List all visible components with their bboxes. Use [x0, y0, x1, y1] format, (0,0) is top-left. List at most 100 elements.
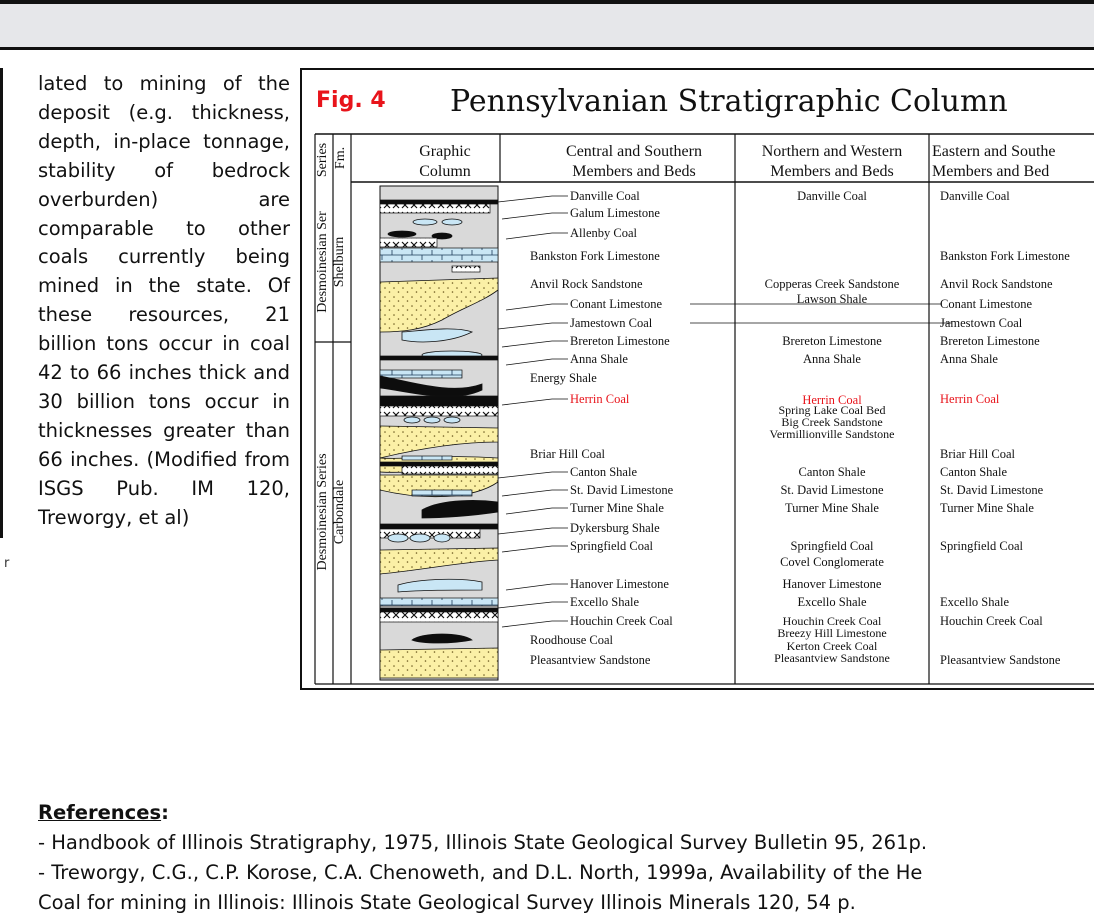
header-central: Members and Beds [572, 163, 696, 180]
eastern-bed-label: Brereton Limestone [940, 334, 1040, 348]
series-label: Desmoinesian Series [315, 453, 330, 570]
northern-bed-label: Springfield Coal [791, 539, 875, 553]
x-bed [451, 265, 481, 273]
northern-bed-label: Kerton Creek Coal [787, 639, 878, 653]
lime-body [397, 578, 483, 593]
central-bed-label: Herrin Coal [570, 392, 630, 406]
central-bed-label: Dykersburg Shale [570, 521, 660, 535]
leader-line [497, 322, 568, 330]
lime-lens [443, 416, 461, 424]
sand-body [379, 647, 499, 679]
leader-line [501, 545, 568, 553]
eastern-bed-label: Turner Mine Shale [940, 501, 1034, 515]
central-bed-label: Brereton Limestone [570, 334, 670, 348]
lime-bed [411, 489, 473, 497]
northern-bed-label: Brereton Limestone [782, 334, 882, 348]
northern-bed-label: Danville Coal [797, 189, 867, 203]
series-label: Desmoinesian Ser [315, 211, 330, 313]
sand-body [379, 547, 499, 575]
lime-lens [387, 533, 409, 543]
eastern-bed-label: Houchin Creek Coal [940, 614, 1043, 628]
reference-item: - Handbook of Illinois Stratigraphy, 197… [38, 831, 928, 854]
x-bed [379, 611, 499, 623]
eastern-bed-label: Anvil Rock Sandstone [940, 277, 1053, 291]
header-central: Central and Southern [566, 143, 702, 160]
x-bed [379, 203, 491, 214]
table-grid [314, 133, 1094, 685]
x-bed [379, 237, 438, 248]
coal-bed [379, 523, 499, 530]
central-bed-label: Hanover Limestone [570, 577, 669, 591]
northern-bed-label: Pleasantview Sandstone [774, 651, 890, 665]
northern-bed-label: Breezy Hill Limestone [777, 626, 886, 640]
eastern-bed-label: Jamestown Coal [940, 316, 1023, 330]
coal-body [411, 633, 473, 644]
central-bed-label: Bankston Fork Limestone [530, 249, 660, 263]
lime-lens [409, 533, 431, 543]
northern-bed-label: St. David Limestone [780, 483, 884, 497]
shale-body [421, 500, 499, 519]
header-northern: Northern and Western [762, 143, 903, 160]
formation-label: Carbondale [332, 480, 347, 545]
northern-bed-label: Turner Mine Shale [785, 501, 879, 515]
top-banner [0, 0, 1094, 50]
coal-bed [379, 355, 499, 361]
formation-label: Shelburn [332, 237, 347, 288]
eastern-bed-label: Conant Limestone [940, 297, 1032, 311]
coal-lens [431, 232, 453, 240]
leader-line [505, 358, 568, 366]
leader-line [501, 398, 568, 406]
figure-title: Pennsylvanian Stratigraphic Column [450, 84, 1008, 119]
coal-bed [379, 199, 499, 205]
lime-lens [423, 416, 441, 424]
northern-bed-label: Spring Lake Coal Bed [779, 403, 886, 417]
central-bed-label: Turner Mine Shale [570, 501, 664, 515]
leader-line [501, 212, 568, 220]
eastern-bed-label: Danville Coal [940, 189, 1010, 203]
header-graphic: Graphic [419, 143, 471, 160]
reference-item: - Treworgy, C.G., C.P. Korose, C.A. Chen… [38, 861, 923, 884]
central-bed-label: Danville Coal [570, 189, 640, 203]
central-bed-label: Anvil Rock Sandstone [530, 277, 643, 291]
northern-bed-label: Lawson Shale [797, 292, 868, 306]
coal-bed [379, 461, 499, 467]
leader-line [497, 601, 568, 609]
eastern-bed-label: Pleasantview Sandstone [940, 653, 1061, 667]
shale-body [379, 375, 483, 397]
northern-bed-label: Vermillionville Sandstone [770, 427, 895, 441]
header-series: Series [315, 143, 330, 177]
lime-bed [379, 369, 463, 379]
central-bed-label: Anna Shale [570, 352, 628, 366]
coal-bed [379, 607, 499, 613]
margin-mark: r [4, 556, 10, 571]
northern-bed-label: Copperas Creek Sandstone [765, 277, 900, 291]
central-bed-label: Conant Limestone [570, 297, 662, 311]
northern-bed-label: Excello Shale [797, 595, 867, 609]
eastern-bed-label: Briar Hill Coal [940, 447, 1016, 461]
x-bed [401, 465, 499, 475]
central-bed-label: Pleasantview Sandstone [530, 653, 651, 667]
lime-lens [412, 218, 438, 226]
references-heading: References [38, 801, 162, 824]
northern-bed-label: Anna Shale [803, 352, 861, 366]
lime-lens [433, 533, 451, 543]
leader-line [497, 527, 568, 535]
northern-bed-label: Houchin Creek Coal [783, 614, 882, 628]
central-bed-label: Houchin Creek Coal [570, 614, 673, 628]
central-bed-label: Energy Shale [530, 371, 597, 385]
leader-line [505, 583, 568, 591]
leader-line [505, 303, 568, 311]
central-bed-label: Roodhouse Coal [530, 633, 614, 647]
eastern-bed-label: Springfield Coal [940, 539, 1024, 553]
lime-bed [379, 597, 499, 607]
lime-bed [379, 247, 499, 263]
eastern-bed-label: Canton Shale [940, 465, 1007, 479]
lime-lens [441, 218, 463, 226]
coal-lens [387, 230, 417, 238]
leader-line [501, 340, 568, 348]
northern-bed-label: Big Creek Sandstone [781, 415, 882, 429]
leader-line [505, 507, 568, 515]
central-bed-label: St. David Limestone [570, 483, 674, 497]
